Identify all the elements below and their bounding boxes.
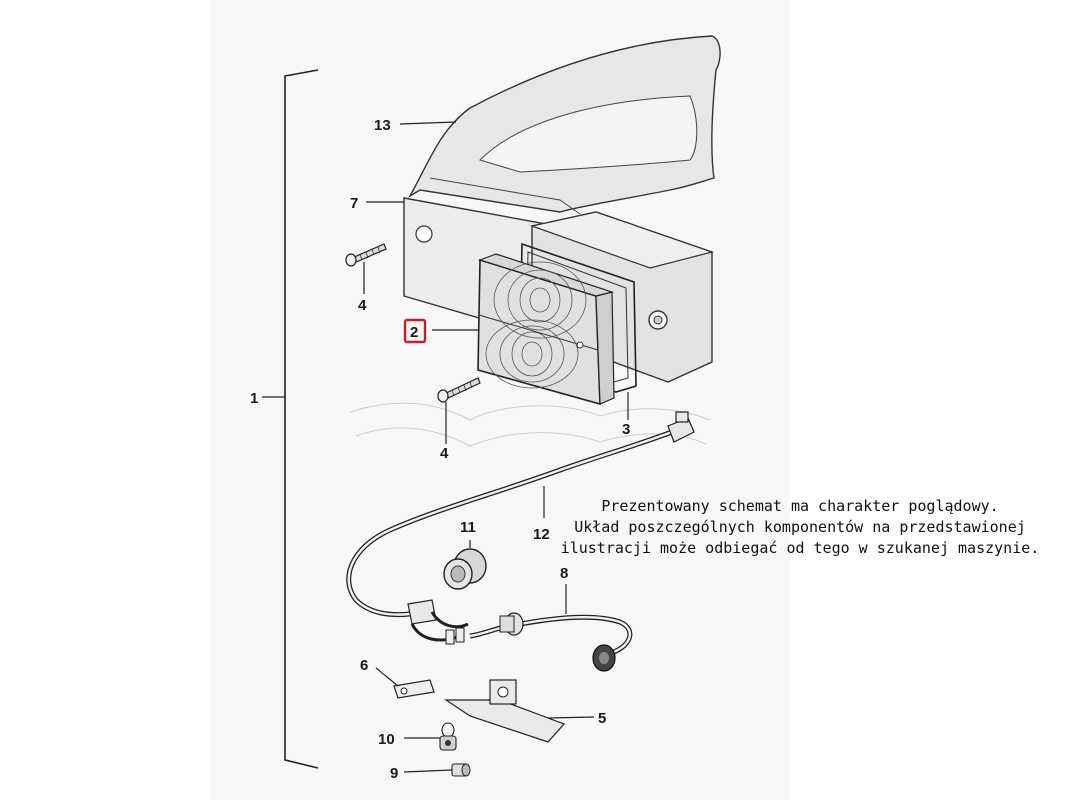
disclaimer-note: Prezentowany schemat ma charakter pogląd… (520, 496, 1067, 559)
disclaimer-line-2: Układ poszczególnych komponentów na prze… (574, 518, 1026, 536)
part-label-13[interactable]: 13 (374, 117, 391, 134)
part-label-8[interactable]: 8 (560, 565, 568, 582)
base-plate-hole (415, 225, 433, 243)
socket-wire-core (469, 616, 632, 656)
bulb-socket (499, 612, 524, 636)
part-label-1[interactable]: 1 (250, 390, 258, 407)
leader-lines (363, 121, 629, 773)
connector-top (667, 411, 695, 443)
part-label-12[interactable]: 12 (533, 526, 550, 543)
nut-9 (451, 763, 471, 777)
disclaimer-line-3: ilustracji może odbiegać od tego w szuka… (560, 539, 1040, 557)
part-label-10[interactable]: 10 (378, 731, 395, 748)
part-label-11[interactable]: 11 (460, 519, 476, 536)
screw-upper (345, 243, 387, 267)
bracket-arm-inner (479, 95, 698, 173)
part-label-2[interactable]: 2 (410, 324, 418, 341)
housing-hole-inner (653, 315, 663, 325)
clip-6 (393, 679, 435, 699)
part-label-9[interactable]: 9 (390, 765, 398, 782)
lamp-housing-top (529, 211, 715, 269)
bulb-10 (439, 722, 457, 751)
connector-bottom (407, 599, 469, 645)
group-bracket (284, 69, 319, 769)
lens-pattern-top (493, 261, 587, 339)
bracket-arm-edge (429, 177, 581, 215)
part-label-3[interactable]: 3 (622, 421, 630, 438)
part-label-4-upper[interactable]: 4 (358, 297, 367, 314)
grommet-8 (592, 644, 616, 672)
part-label-6[interactable]: 6 (360, 657, 368, 674)
background-sketch (349, 402, 711, 447)
lens-small-hole (576, 341, 584, 349)
highlight-box-2 (403, 318, 427, 344)
part-label-7[interactable]: 7 (350, 195, 358, 212)
screw-lower (437, 377, 481, 403)
lens-top (478, 253, 615, 297)
part-label-5[interactable]: 5 (598, 710, 606, 727)
disclaimer-line-1: Prezentowany schemat ma charakter pogląd… (601, 497, 999, 515)
part-label-4-lower[interactable]: 4 (440, 445, 449, 462)
lens-pattern-bottom (485, 319, 579, 389)
plate-5 (444, 679, 566, 743)
grommet-11 (443, 548, 487, 590)
wiring-harness-core (347, 430, 673, 616)
